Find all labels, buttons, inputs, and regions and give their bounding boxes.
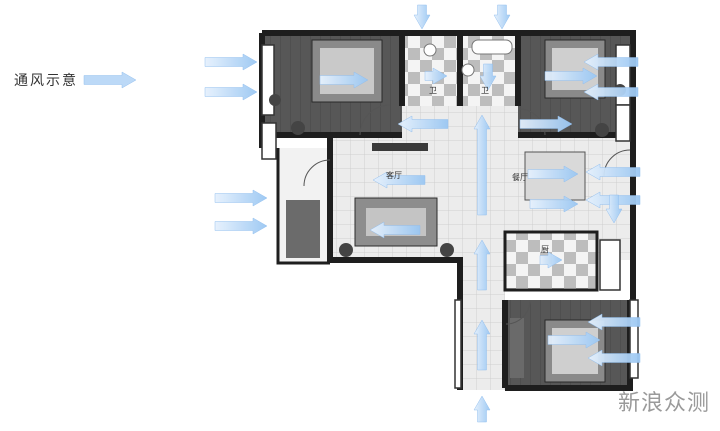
airflow-arrow [527,165,579,183]
inflow-arrow [493,4,511,30]
right-bathroom-label: 卫 [481,86,489,95]
plant-living-right [440,243,454,257]
airflow-arrow [605,194,623,224]
legend-label: 通风示意 [14,73,78,89]
left-bathroom-label: 卫 [429,86,437,95]
inflow-arrow [204,83,258,101]
second-door [518,108,546,136]
airflow-arrow [372,171,426,189]
master-bed-cover [320,48,374,94]
airflow-arrow [519,115,573,133]
inflow-arrow [585,163,641,181]
second-lower-window [615,104,631,142]
airflow-arrow [319,71,369,89]
legend-arrow [83,71,137,89]
ventilation-arrows [83,4,641,423]
airflow-arrow [547,331,601,349]
airflow-arrow [539,251,563,269]
inflow-arrow [583,83,639,101]
airflow-arrow [424,67,448,85]
second-bed-cover [552,48,598,90]
toilet-right [461,63,475,77]
airflow-arrow [473,319,491,371]
thin-walls [276,148,599,292]
bathtub [471,39,513,55]
inflow-arrow [583,53,639,71]
tv-cabinet [372,143,428,151]
inflow-arrow [214,217,268,235]
plant-living [339,243,353,257]
plant-master [291,121,305,135]
master-lower-window [261,122,277,160]
inflow-arrow [214,189,268,207]
inflow-arrow [204,53,258,71]
airflow-arrow [473,114,491,216]
doors [303,104,631,325]
plant-window-left [269,94,281,106]
airflow-arrow [397,115,449,133]
inflow-arrow [413,4,431,30]
inflow-arrow [587,313,641,331]
dining-room-label: 餐厅 [512,173,528,182]
toilet-left [423,43,437,57]
airflow-arrow [479,63,497,91]
kitchen-label: 厨 [541,245,549,254]
inflow-arrow [473,395,491,423]
living-room-label: 客厅 [386,171,402,180]
airflow-arrow [529,195,579,213]
wardrobe [510,318,524,378]
third-door [505,299,531,325]
plant-second [595,123,609,137]
third-window [629,299,639,379]
inflow-arrow [587,349,641,367]
master-door [359,104,391,136]
balcony-plant-area [286,200,320,258]
airflow-arrow [544,67,598,85]
entry-window [454,299,462,389]
balcony-door [303,159,331,187]
airflow-arrow [473,239,491,291]
airflow-arrow [369,221,421,239]
watermark: 新浪众测 [617,391,710,416]
kitchen-window [599,239,621,291]
